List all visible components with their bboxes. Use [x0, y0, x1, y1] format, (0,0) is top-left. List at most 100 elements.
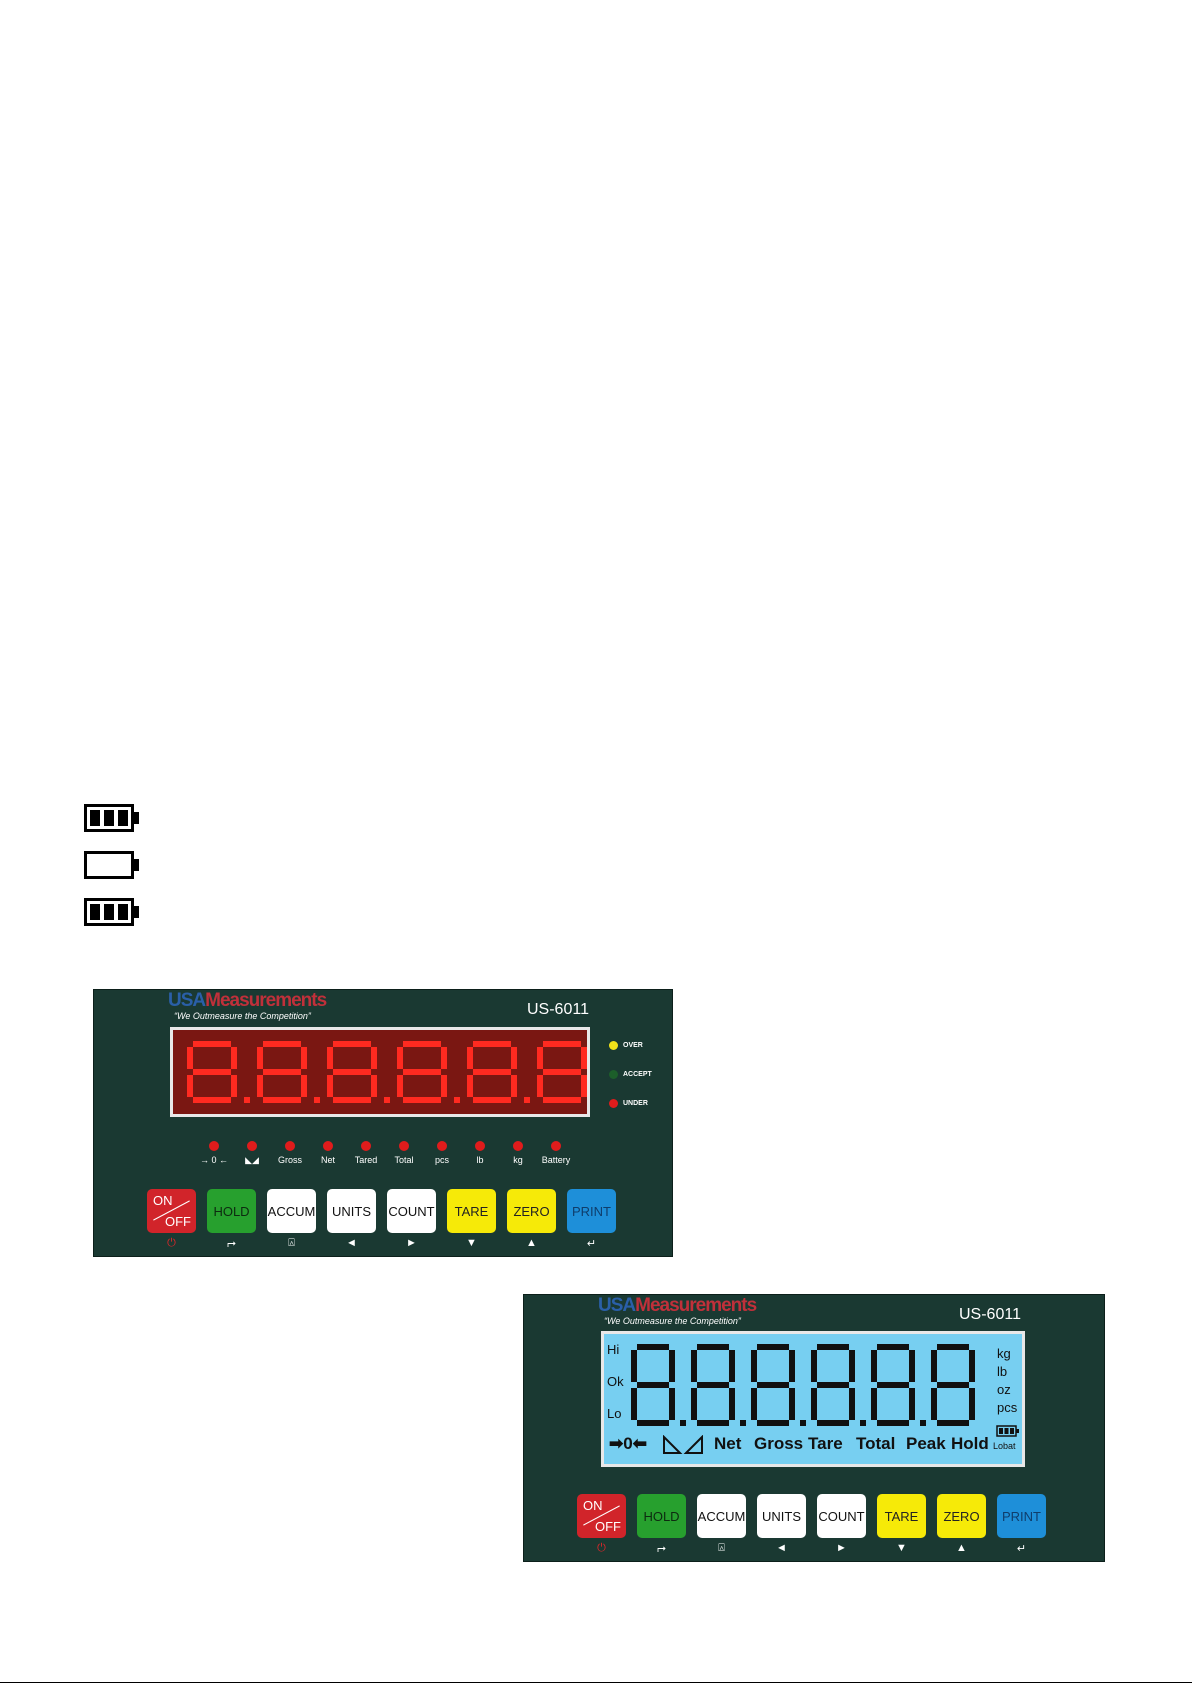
decimal-point [384, 1097, 390, 1103]
digit-segment [669, 1388, 675, 1420]
digit-segment [371, 1047, 377, 1069]
tare-button[interactable]: TARE [447, 1189, 496, 1233]
digit-segment [877, 1344, 909, 1350]
hold-button[interactable]: HOLD [207, 1189, 256, 1233]
digit-segment [909, 1388, 915, 1420]
count-button[interactable]: COUNT [817, 1494, 866, 1538]
count-button[interactable]: COUNT [387, 1189, 436, 1233]
power-icon: ⏻ [597, 1542, 606, 1554]
digit-segment [751, 1350, 757, 1382]
decimal-point [860, 1420, 866, 1426]
indicator-zero: → 0 ← [196, 1141, 232, 1165]
lcd-indicator-panel: USAMeasurements “We Outmeasure the Compe… [523, 1294, 1105, 1562]
indicator-net: Net [310, 1141, 346, 1165]
enter-icon: ↵ [1016, 1543, 1027, 1555]
digit-segment [543, 1069, 581, 1075]
digit-segment [467, 1075, 473, 1097]
decimal-point [524, 1097, 530, 1103]
decimal-point [680, 1420, 686, 1426]
digit-segment [467, 1047, 473, 1069]
digit-segment [817, 1382, 849, 1388]
hold-button[interactable]: HOLD [637, 1494, 686, 1538]
digit-segment [333, 1041, 371, 1047]
decimal-point [454, 1097, 460, 1103]
up-arrow-icon: ▲ [526, 1237, 537, 1249]
digit-segment [403, 1041, 441, 1047]
digit-segment [697, 1420, 729, 1426]
total-label: Total [856, 1434, 896, 1453]
digit-segment [937, 1420, 969, 1426]
zero-button[interactable]: ZERO [507, 1189, 556, 1233]
lobat-label: Lobat [993, 1441, 1016, 1451]
digit-segment [257, 1075, 263, 1097]
digit-segment [187, 1047, 193, 1069]
model-number: US-6011 [959, 1306, 1021, 1323]
zero-button[interactable]: ZERO [937, 1494, 986, 1538]
digit-segment [333, 1069, 371, 1075]
accum-button[interactable]: ACCUM [697, 1494, 746, 1538]
digit-segment [231, 1047, 237, 1069]
unit-kg: kg [997, 1346, 1011, 1361]
digit-segment [937, 1382, 969, 1388]
indicator-kg: kg [500, 1141, 536, 1165]
brand-slogan: “We Outmeasure the Competition” [604, 1316, 741, 1326]
digit-segment [333, 1097, 371, 1103]
digit-segment [789, 1388, 795, 1420]
zero-center-indicator: ➡0⬅ [609, 1434, 647, 1453]
gross-label: Gross [754, 1434, 804, 1453]
digit-segment [301, 1075, 307, 1097]
footer-rule [0, 1682, 1192, 1683]
digit-segment [789, 1350, 795, 1382]
digit-segment [543, 1041, 581, 1047]
indicator-gross: Gross [272, 1141, 308, 1165]
accumulate-icon: ⍓ [718, 1542, 725, 1554]
led-digits [187, 1041, 587, 1103]
unit-lb: lb [997, 1364, 1008, 1379]
down-arrow-icon: ▼ [466, 1237, 477, 1249]
digit-segment [193, 1041, 231, 1047]
tare-label: Tare [808, 1434, 843, 1453]
digit-segment [817, 1344, 849, 1350]
return-arrow-icon: ⮣ [227, 1237, 236, 1249]
decimal-point [740, 1420, 746, 1426]
over-lamp: OVER [609, 1041, 643, 1050]
print-button[interactable]: PRINT [567, 1189, 616, 1233]
digit-segment [537, 1075, 543, 1097]
hold-label: Hold [951, 1434, 989, 1453]
digit-segment [751, 1388, 757, 1420]
digit-segment [441, 1047, 447, 1069]
battery-empty-icon [84, 851, 139, 879]
decimal-point [920, 1420, 926, 1426]
unit-pcs: pcs [997, 1400, 1018, 1415]
digit-segment [371, 1075, 377, 1097]
left-arrow-icon: ◄ [776, 1542, 787, 1554]
digit-segment [877, 1382, 909, 1388]
decimal-point [800, 1420, 806, 1426]
accumulate-icon: ⍓ [288, 1237, 295, 1249]
digit-segment [697, 1344, 729, 1350]
up-arrow-icon: ▲ [956, 1542, 967, 1554]
digit-segment [637, 1420, 669, 1426]
digit-segment [811, 1388, 817, 1420]
tare-button[interactable]: TARE [877, 1494, 926, 1538]
digit-segment [231, 1075, 237, 1097]
digit-segment [473, 1069, 511, 1075]
digit-segment [849, 1388, 855, 1420]
digit-segment [257, 1047, 263, 1069]
digit-segment [757, 1382, 789, 1388]
digit-segment [909, 1350, 915, 1382]
units-button[interactable]: UNITS [327, 1189, 376, 1233]
digit-segment [931, 1350, 937, 1382]
print-button[interactable]: PRINT [997, 1494, 1046, 1538]
brand-logo: USAMeasurements [598, 1295, 757, 1316]
units-button[interactable]: UNITS [757, 1494, 806, 1538]
digit-segment [193, 1097, 231, 1103]
digit-segment [969, 1388, 975, 1420]
digit-segment [691, 1350, 697, 1382]
digit-segment [263, 1041, 301, 1047]
accum-button[interactable]: ACCUM [267, 1189, 316, 1233]
lcd-display: Hi Ok Lo kg lb oz pcs Lobat ➡0⬅ Net Gros… [601, 1331, 1025, 1467]
decimal-point [244, 1097, 250, 1103]
